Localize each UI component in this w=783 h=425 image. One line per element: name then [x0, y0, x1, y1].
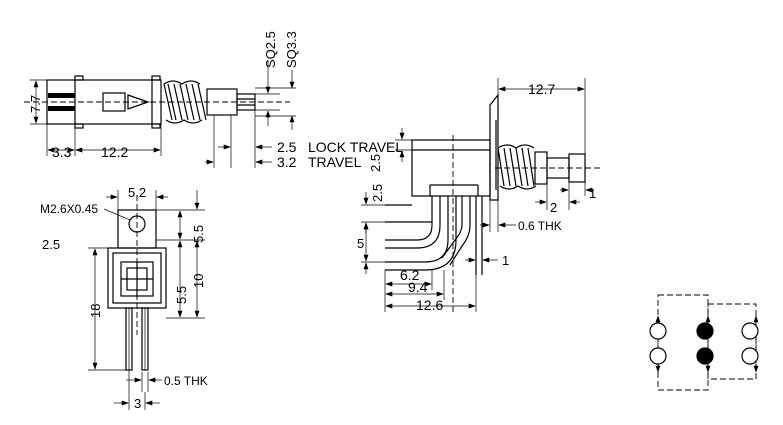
dim-1-pins: 1 [502, 253, 509, 268]
dim-0-6-thk: 0.6 THK [518, 219, 562, 233]
lock-travel-value: 2.5 [277, 139, 297, 155]
dim-thk: 0.5 THK [164, 374, 208, 388]
dim-5-2: 5.2 [128, 185, 146, 200]
pinout-dashed-frame-right [707, 303, 757, 380]
spring [163, 80, 207, 124]
side-view: 12.7 2.5 2.5 5 2 1 0.6 THK [357, 78, 600, 315]
dim-10: 10 [191, 274, 206, 288]
pin-open [649, 322, 667, 340]
sq-large-label: SQ3.3 [284, 31, 299, 68]
pin-open [741, 322, 759, 340]
dim-5-5-upper: 5.5 [191, 225, 206, 243]
front-left-2-5: 2.5 [42, 237, 60, 252]
dim-5: 5 [357, 236, 364, 251]
dim-1-top: 1 [589, 186, 596, 201]
pin-open [649, 347, 667, 365]
pinout-dashed-frame [657, 294, 709, 391]
sq-small-label: SQ2.5 [263, 31, 278, 68]
dim-6-2: 6.2 [400, 267, 420, 283]
top-view: SQ2.5 SQ3.3 7.7 3.3 12.2 2.5 LOCK TRAVEL… [24, 31, 403, 170]
travel-label: TRAVEL [308, 154, 362, 170]
dim-18: 18 [88, 304, 103, 318]
side-spring [497, 144, 537, 190]
dim-height-7-7: 7.7 [28, 95, 43, 113]
pin-filled [696, 347, 714, 365]
lock-travel-label: LOCK TRAVEL [308, 139, 403, 155]
side-body [411, 139, 491, 197]
dim-12-2: 12.2 [101, 144, 128, 160]
dim-left-2-5: 2.5 [370, 184, 385, 202]
dim-pitch-3: 3 [134, 396, 141, 411]
pin-filled [696, 322, 714, 340]
dim-2: 2 [550, 200, 557, 215]
dim-12-7: 12.7 [528, 81, 555, 97]
pinout-diagram [649, 294, 759, 391]
travel-value: 3.2 [277, 154, 297, 170]
screw-spec-label: M2.6X0.45 [40, 202, 98, 216]
dim-12-6: 12.6 [416, 297, 443, 313]
dim-top-2-5: 2.5 [368, 154, 383, 172]
front-view: M2.6X0.45 2.5 5.2 5.5 5.5 10 18 0.5 THK [40, 185, 208, 411]
dim-3-3: 3.3 [52, 144, 72, 160]
dim-5-5-lower: 5.5 [174, 286, 189, 304]
dim-9-4: 9.4 [408, 279, 428, 295]
pin-open [741, 347, 759, 365]
